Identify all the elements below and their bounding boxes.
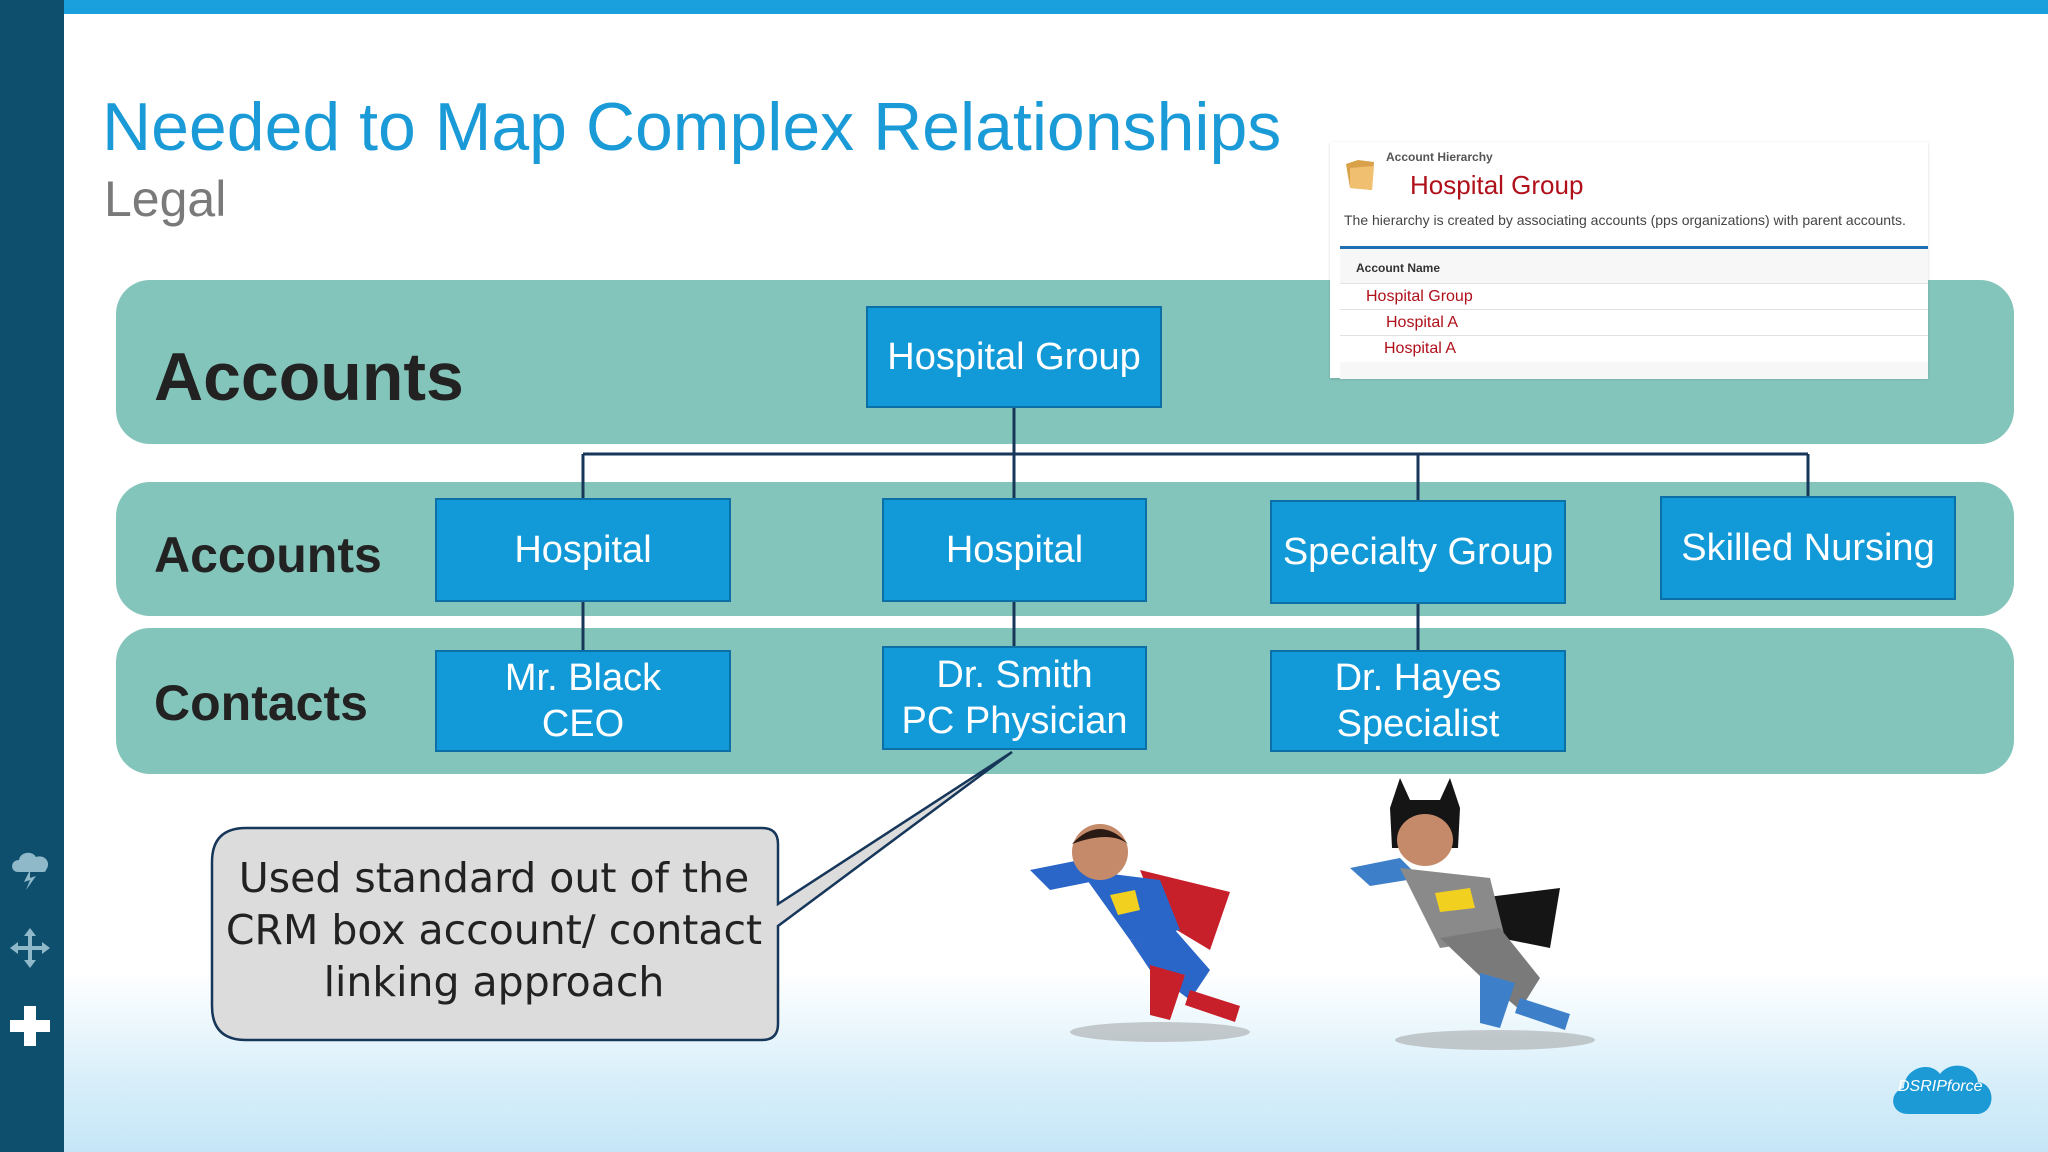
plus-icon bbox=[10, 1006, 50, 1046]
hierarchy-description: The hierarchy is created by associating … bbox=[1344, 212, 1906, 228]
hierarchy-label: Account Hierarchy bbox=[1386, 150, 1493, 164]
node-hospital-2: Hospital bbox=[882, 498, 1147, 602]
column-header-account-name: Account Name bbox=[1356, 261, 1441, 275]
batman-figure bbox=[1350, 778, 1595, 1050]
row-link[interactable]: Hospital A bbox=[1384, 340, 1457, 357]
contact-role: PC Physician bbox=[901, 700, 1128, 742]
left-sidebar bbox=[0, 0, 64, 1152]
table-row: Hospital A bbox=[1340, 335, 1928, 362]
account-hierarchy-screenshot: Account Hierarchy Hospital Group The hie… bbox=[1330, 142, 1928, 379]
salesforce-cloud-logo bbox=[1893, 1065, 1992, 1114]
contact-role: Specialist bbox=[1336, 703, 1500, 745]
cloud-lightning-icon bbox=[12, 852, 49, 890]
logo-text: DSRIPforce bbox=[1898, 1078, 1983, 1095]
table-row: Hospital Group bbox=[1340, 283, 1928, 310]
node-hospital-group: Hospital Group bbox=[866, 306, 1162, 408]
slide-subtitle: Legal bbox=[104, 171, 227, 227]
row-label-accounts-top: Accounts bbox=[154, 339, 464, 415]
node-contact-black: Mr. Black CEO bbox=[435, 650, 731, 752]
node-hospital-1: Hospital bbox=[435, 498, 731, 602]
move-arrows-icon bbox=[10, 928, 50, 968]
top-accent-bar bbox=[0, 0, 2048, 14]
row-label-accounts-middle: Accounts bbox=[154, 527, 382, 583]
row-link[interactable]: Hospital Group bbox=[1366, 288, 1473, 305]
table-row: Hospital A bbox=[1340, 309, 1928, 336]
callout-text: Used standard out of the CRM box account… bbox=[225, 854, 763, 1006]
superman-figure bbox=[1030, 824, 1250, 1042]
contact-name: Mr. Black bbox=[504, 657, 662, 699]
slide-title: Needed to Map Complex Relationships bbox=[102, 89, 1282, 165]
contact-name: Dr. Hayes bbox=[1334, 657, 1502, 699]
node-contact-smith: Dr. Smith PC Physician bbox=[882, 646, 1147, 750]
node-skilled-nursing: Skilled Nursing bbox=[1660, 496, 1956, 600]
row-link[interactable]: Hospital A bbox=[1386, 314, 1459, 331]
node-contact-hayes: Dr. Hayes Specialist bbox=[1270, 650, 1566, 752]
contact-name: Dr. Smith bbox=[936, 654, 1093, 696]
hierarchy-title: Hospital Group bbox=[1410, 170, 1584, 200]
hierarchy-table: Account Name Hospital Group Hospital A H… bbox=[1340, 246, 1928, 379]
callout-bubble bbox=[210, 750, 1013, 1042]
folder-icon bbox=[1346, 160, 1374, 190]
contact-role: CEO bbox=[541, 703, 625, 745]
row-label-contacts: Contacts bbox=[154, 675, 368, 731]
node-specialty-group: Specialty Group bbox=[1270, 500, 1566, 604]
